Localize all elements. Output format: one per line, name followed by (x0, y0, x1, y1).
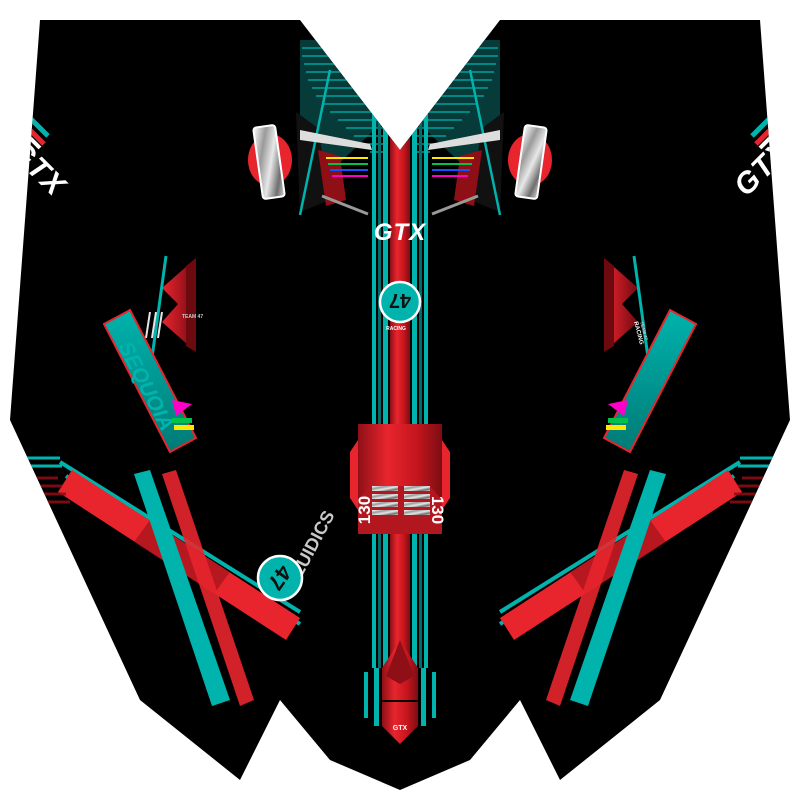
spine-stripes (372, 108, 428, 668)
top-red-block (376, 32, 424, 108)
chip-right (606, 400, 628, 430)
sponsor-bar-right: SEQUOIA (602, 308, 698, 454)
chip-left (172, 400, 194, 430)
code-left-text: 130 (355, 496, 374, 524)
winglet-right (428, 69, 552, 216)
micro-fin-right-sub: TEAM 47 (639, 321, 649, 341)
micro-fin-left-sub: TEAM 47 (182, 314, 203, 320)
cockpit-block (350, 424, 450, 534)
micro-nose-text: GTX (393, 725, 408, 732)
winglet-left (248, 69, 372, 216)
number-badge-top: 47 (378, 280, 422, 324)
code-right-text: 130 (428, 496, 447, 524)
fin-right (604, 255, 652, 373)
grille-bars (372, 486, 430, 515)
micro-spine-text: RACING (386, 326, 406, 332)
nose-cone (364, 640, 436, 744)
number-badge-bottom: 47 (256, 554, 304, 602)
lower-rails (134, 470, 666, 706)
micro-top-sub: RACING CLUB (422, 41, 454, 46)
micro-top-text: MARTINI (422, 34, 447, 40)
badge-top-number: 47 (389, 289, 411, 311)
gtx-center-text: GTX (374, 219, 427, 246)
